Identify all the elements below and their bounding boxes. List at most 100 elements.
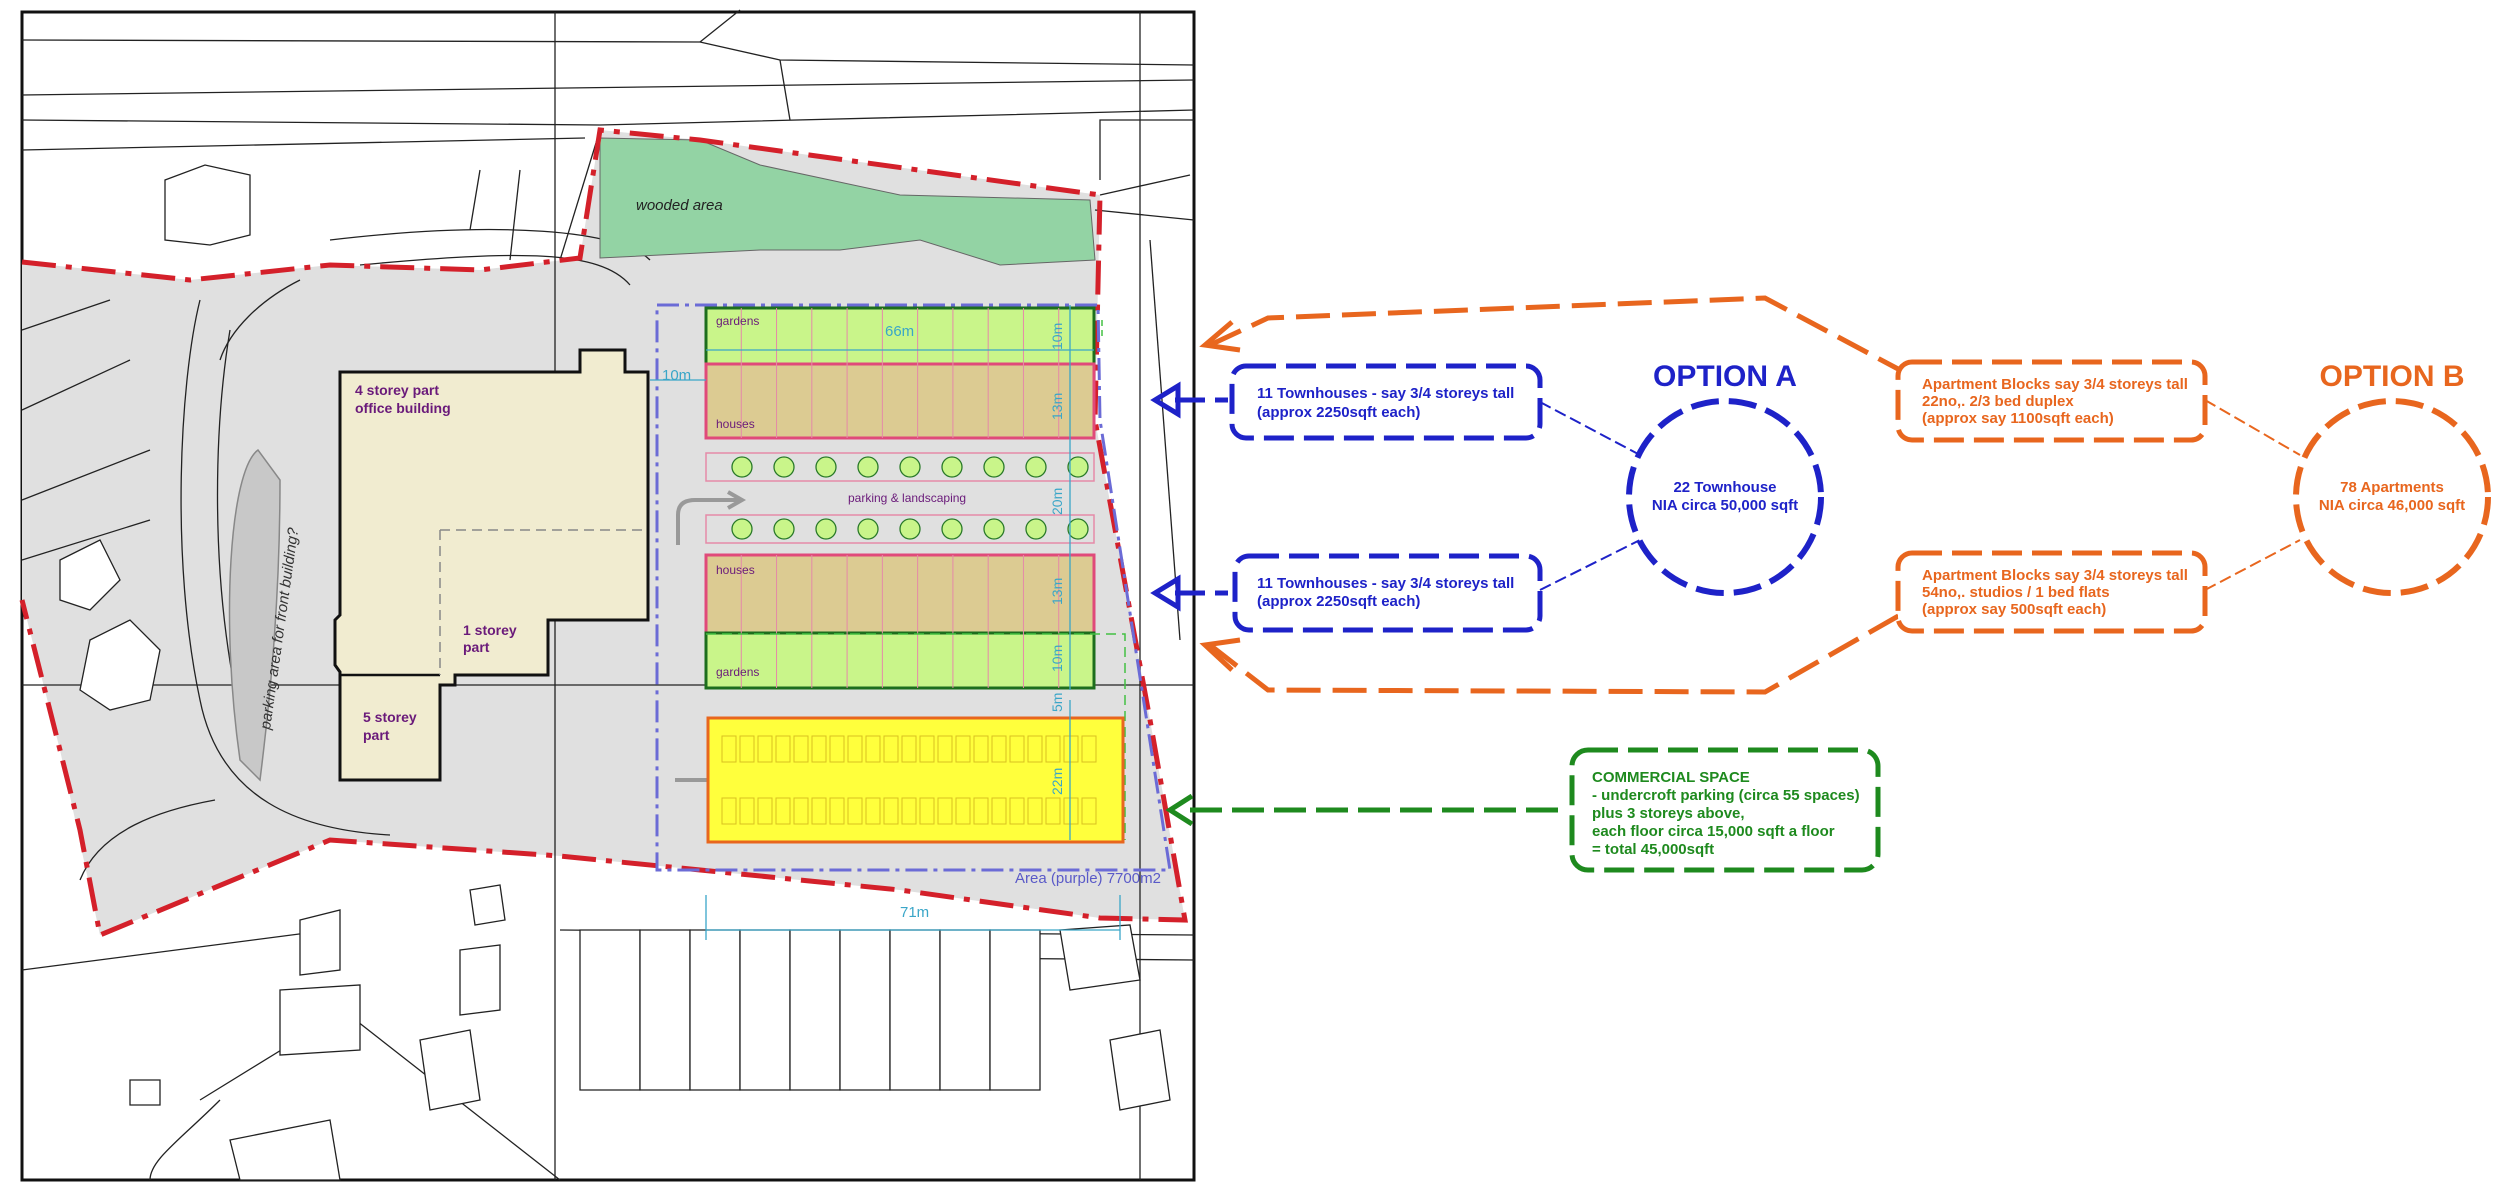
option-a-box-2-line-1: 11 Townhouses - say 3/4 storeys tall: [1257, 575, 1514, 592]
houses-top: [704, 362, 1096, 440]
parking-bay: [739, 735, 755, 763]
five-storey-label-1: 5 storey: [363, 709, 417, 725]
gardens-bottom: [704, 631, 1096, 690]
parking-bay: [739, 797, 755, 825]
parking-bay: [721, 797, 737, 825]
parking-landscaping-label: parking & landscaping: [848, 491, 966, 505]
tree-circle-icon: [857, 456, 879, 478]
tree-circle-icon: [983, 456, 1005, 478]
parking-bay: [1027, 735, 1043, 763]
parking-bay: [1027, 797, 1043, 825]
parking-bay: [865, 797, 881, 825]
parking-bay: [829, 797, 845, 825]
parking-bay: [847, 797, 863, 825]
one-storey-label-1: 1 storey: [463, 622, 517, 638]
gardens-top-label: gardens: [716, 314, 759, 328]
dim-22m: 22m: [1049, 768, 1065, 795]
option-b-summary-2: NIA circa 46,000 sqft: [2319, 497, 2465, 514]
landscape-row-bottom: [705, 514, 1095, 544]
townhouse-dividers-top: [740, 308, 1060, 438]
site-boundary: [19, 127, 1188, 939]
option-b-box-1-line-3: (approx say 1100sqft each): [1922, 410, 2114, 427]
parking-bay: [1081, 797, 1097, 825]
option-b-box-2-line-3: (approx say 500sqft each): [1922, 601, 2106, 618]
commercial-line-4: each floor circa 15,000 sqft a floor: [1592, 823, 1835, 840]
option-b-box-2-line-2: 54no,. studios / 1 bed flats: [1922, 584, 2110, 601]
option-a-summary-2: NIA circa 50,000 sqft: [1652, 497, 1798, 514]
parking-bay: [811, 797, 827, 825]
wooded-area: [599, 137, 1096, 266]
parking-bay: [775, 735, 791, 763]
parking-bay: [847, 735, 863, 763]
parking-bay: [1063, 797, 1079, 825]
parking-bay: [937, 735, 953, 763]
tree-circle-icon: [899, 518, 921, 540]
one-storey-label-2: part: [463, 639, 490, 655]
context-buildings: [59, 164, 1171, 1181]
parking-bay: [955, 735, 971, 763]
commercial-line-3: plus 3 storeys above,: [1592, 805, 1745, 822]
tree-circle-icon: [815, 456, 837, 478]
parking-arrow-icon: [676, 498, 738, 545]
parking-bay: [973, 797, 989, 825]
option-a-box-2: [1232, 553, 1543, 633]
parking-bay: [757, 735, 773, 763]
arrow-left-icon: [1150, 574, 1181, 612]
arrow-left-icon: [1165, 793, 1194, 827]
option-a-box-1-line-1: 11 Townhouses - say 3/4 storeys tall: [1257, 385, 1514, 402]
area-label: Area (purple) 7700m2: [1015, 870, 1161, 887]
parking-bay: [811, 735, 827, 763]
parking-bay: [883, 797, 899, 825]
option-b-box-1-line-2: 22no,. 2/3 bed duplex: [1922, 393, 2074, 410]
commercial-box: [1569, 747, 1881, 873]
tree-circles: [731, 456, 1089, 540]
parking-bay: [991, 735, 1007, 763]
option-b-arrow-1-line: [1208, 295, 1902, 373]
parking-bay: [1045, 797, 1061, 825]
option-a-title: OPTION A: [1653, 360, 1797, 393]
commercial-line-2: - undercroft parking (circa 55 spaces): [1592, 787, 1860, 804]
arrow-left-icon: [1150, 381, 1181, 419]
tree-circle-icon: [1067, 456, 1089, 478]
parking-bay: [1009, 797, 1025, 825]
parking-bay: [955, 797, 971, 825]
dim-20m: 20m: [1049, 488, 1065, 515]
tree-circle-icon: [1025, 456, 1047, 478]
tree-circle-icon: [1067, 518, 1089, 540]
parking-bay: [991, 797, 1007, 825]
dim-10m-top: 10m: [1049, 323, 1065, 350]
option-b-arrow-2-line: [1208, 612, 1902, 695]
tree-circle-icon: [941, 518, 963, 540]
five-storey-label-2: part: [363, 727, 390, 743]
office-building: [333, 348, 650, 782]
parking-bay: [901, 735, 917, 763]
houses-bottom-label: houses: [716, 563, 755, 577]
arrow-left-icon: [1199, 637, 1241, 672]
parking-bay: [937, 797, 953, 825]
option-a-box-1: [1229, 363, 1543, 441]
dimension-lines: [650, 305, 1121, 940]
parking-bay: [775, 797, 791, 825]
tree-circle-icon: [773, 456, 795, 478]
dim-10m-left: 10m: [662, 367, 691, 384]
dim-13m-top: 13m: [1049, 393, 1065, 420]
tree-circle-icon: [731, 456, 753, 478]
dim-10m-bottom: 10m: [1049, 645, 1065, 672]
option-a-connector-2: [1539, 539, 1641, 591]
tree-circle-icon: [731, 518, 753, 540]
parking-bay: [757, 797, 773, 825]
wooded-area-label: wooded area: [636, 197, 723, 214]
parking-bay: [883, 735, 899, 763]
houses-bottom: [704, 553, 1096, 635]
parking-bay: [829, 735, 845, 763]
parking-bay: [721, 735, 737, 763]
option-a-connector-1: [1539, 401, 1641, 456]
parking-bay: [1063, 735, 1079, 763]
front-parking-strip: [228, 448, 281, 782]
parking-bays: [721, 735, 1097, 825]
option-a-box-2-line-2: (approx 2250sqft each): [1257, 593, 1420, 610]
option-a-summary-1: 22 Townhouse: [1673, 479, 1776, 496]
tree-circle-icon: [941, 456, 963, 478]
tree-circle-icon: [857, 518, 879, 540]
